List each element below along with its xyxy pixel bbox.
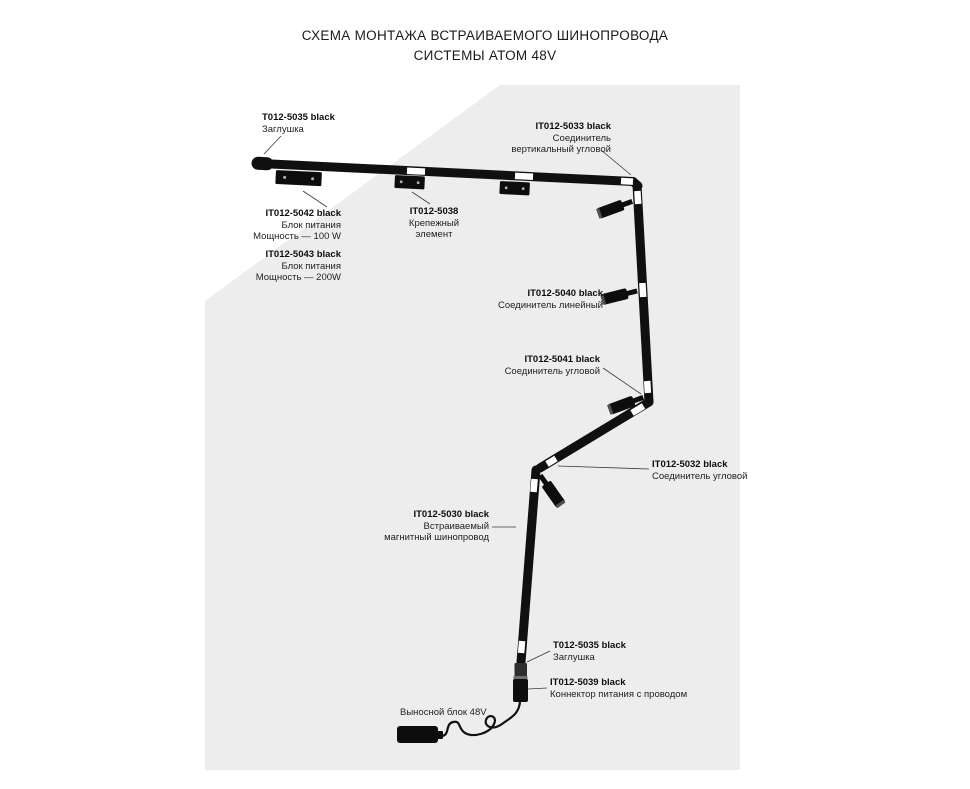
end-cap-top: [251, 156, 274, 171]
part-number: T012-5035 black: [262, 112, 335, 123]
part-number: IT012-5040 black: [527, 288, 603, 299]
leader-corner-lower: [557, 465, 650, 470]
leader-endcap-top: [263, 135, 282, 155]
part-number: IT012-5039 black: [550, 677, 626, 688]
leader-power-connector: [527, 687, 548, 690]
callout-corner-upper: IT012-5041 black Соединитель угловой: [494, 354, 600, 377]
callout-power-connector: IT012-5039 black Коннектор питания с про…: [550, 677, 695, 700]
part-description: вертикальный угловой: [511, 144, 611, 155]
external-unit-label: Выносной блок 48V: [400, 707, 487, 718]
mounting-clip-2: [499, 181, 530, 196]
part-number: T012-5035 black: [553, 640, 626, 651]
part-description: Встраиваемый: [423, 520, 489, 532]
part-description: Крепежный элемент: [408, 217, 460, 241]
callout-psu-200w: IT012-5043 black Блок питания Мощность —…: [241, 249, 341, 284]
corner-connector-upper-arm2: [630, 403, 646, 416]
spotlight-1: [596, 199, 634, 219]
callout-psu-100w: IT012-5042 black Блок питания Мощность —…: [241, 208, 341, 243]
leader-clip: [411, 191, 431, 205]
external-power-unit: [397, 726, 443, 743]
part-description: Блок питания: [281, 260, 341, 272]
vertical-track-lower: [516, 465, 541, 667]
power-supply-block: [275, 170, 322, 187]
corner-connector-lower-arm2: [530, 478, 538, 493]
part-number: IT012-5041 black: [524, 354, 600, 365]
power-feed-connector: [513, 663, 528, 702]
spotlight-4: [538, 473, 566, 509]
vertical-corner-connector-arm-v: [634, 190, 642, 205]
linear-connector: [639, 282, 647, 298]
corner-connector-lower-arm1: [545, 455, 558, 467]
part-number: IT012-5032 black: [652, 459, 728, 470]
leader-corner-vertical: [600, 149, 632, 176]
part-description: Мощность — 100 W: [253, 231, 341, 242]
vertical-corner-connector-arm-h: [620, 177, 634, 185]
title-line-2: СИСТЕМЫ АТОМ 48V: [413, 48, 557, 63]
part-number: IT012-5043 black: [265, 249, 341, 260]
callout-linear-connector: IT012-5040 black Соединитель линейный: [495, 288, 603, 311]
part-description: Блок питания: [281, 219, 341, 231]
leader-endcap-bottom: [526, 650, 551, 663]
callout-endcap-top: T012-5035 black Заглушка: [262, 112, 346, 135]
callout-corner-vertical: IT012-5033 black Соединитель вертикальны…: [495, 121, 611, 156]
part-description: Мощность — 200W: [255, 272, 341, 283]
part-description: Соединитель линейный: [497, 299, 603, 311]
part-number: IT012-5042 black: [265, 208, 341, 219]
spotlight-3: [607, 395, 645, 415]
title-line-1: СХЕМА МОНТАЖА ВСТРАИВАЕМОГО ШИНОПРОВОДА: [301, 28, 669, 43]
corner-connector-upper-arm1: [643, 380, 652, 394]
part-number: IT012-5033 black: [535, 121, 611, 132]
part-number: IT012-5038: [409, 206, 459, 217]
track-joint-2: [514, 172, 534, 181]
callout-track: IT012-5030 black Встраиваемый магнитный …: [375, 509, 489, 544]
leader-corner-upper: [602, 367, 642, 395]
bottom-joint: [517, 640, 526, 654]
mounting-clip-1: [394, 175, 425, 190]
part-number: IT012-5030 black: [413, 509, 489, 520]
callout-clip: IT012-5038 Крепежный элемент: [390, 206, 478, 241]
leader-psu: [302, 190, 328, 208]
diagonal-track: [535, 397, 654, 473]
power-cord: [439, 699, 522, 738]
part-description: Соединитель угловой: [504, 365, 600, 377]
part-description: Заглушка: [262, 123, 304, 135]
wall-background: [205, 85, 740, 770]
spotlight-2: [600, 288, 638, 305]
page-title: СХЕМА МОНТАЖА ВСТРАИВАЕМОГО ШИНОПРОВОДА …: [0, 26, 970, 66]
part-description: Соединитель: [552, 132, 611, 144]
horizontal-track: [256, 159, 638, 186]
part-description: Коннектор питания с проводом: [550, 688, 688, 700]
part-description: Заглушка: [553, 651, 595, 663]
track-connectors: [406, 167, 652, 654]
part-description: магнитный шинопровод: [384, 532, 489, 543]
track-joint-1: [406, 167, 426, 175]
callout-corner-lower: IT012-5032 black Соединитель угловой: [652, 459, 752, 482]
part-description: Соединитель угловой: [652, 470, 748, 482]
callout-endcap-bottom: T012-5035 black Заглушка: [553, 640, 637, 663]
